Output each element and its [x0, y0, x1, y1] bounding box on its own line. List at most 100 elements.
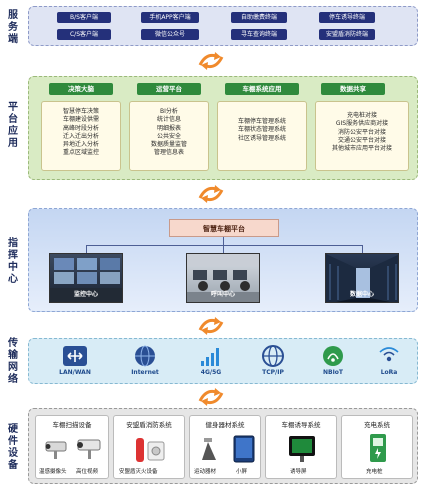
platform-group-title: 车棚系统应用 — [225, 83, 299, 95]
connector-line — [86, 245, 87, 253]
platform-line: GIS服务供应商对接 — [335, 120, 389, 128]
hardware-group-title: 安盟盾消防系统 — [126, 421, 172, 429]
fire-extinguisher-icon — [136, 438, 165, 462]
platform-line: 交通公安平台对接 — [337, 136, 386, 144]
call-center-photo: 呼叫中心 — [186, 253, 260, 303]
service-layer-label: 服务端 — [8, 10, 18, 45]
bidirectional-arrow-icon — [198, 52, 224, 70]
data-center-photo: 数据中心 — [325, 253, 399, 303]
camera-icon — [45, 439, 101, 459]
service-item: 微信公众号 — [141, 29, 199, 40]
platform-line: 数据质量监管 — [150, 141, 187, 149]
platform-group-title: 决策大脑 — [49, 83, 113, 95]
photo-caption: 监控中心 — [73, 291, 98, 298]
transport-item: LAN/WAN — [49, 345, 101, 376]
guidance-screen-icon — [289, 436, 315, 462]
transport-layer-label: 传输网络 — [8, 338, 18, 385]
platform-line: 充电桩对接 — [346, 112, 377, 119]
platform-line: BI分析 — [160, 108, 178, 115]
globe-icon — [135, 345, 155, 367]
hardware-caption: 充电桩 — [366, 469, 383, 475]
command-layer: 智慧车棚平台 监控中心 呼叫中心 数据中心 — [28, 208, 418, 312]
monitoring-center-photo: 监控中心 — [49, 253, 123, 303]
platform-line: 迁入迁出分析 — [62, 132, 99, 140]
connector-line — [223, 237, 224, 245]
hardware-caption: 温感摄像头 — [39, 469, 67, 475]
network-globe-icon — [262, 345, 284, 367]
platform-line: 消防公安平台对接 — [337, 128, 386, 136]
fitness-equipment-icon — [202, 435, 255, 463]
transport-layer: LAN/WAN Internet 4G/5G TCP/IP NBIoT — [28, 338, 418, 384]
hardware-group: 安盟盾消防系统 安盟盾灭火设备 — [113, 415, 185, 479]
platform-line: 其他城市应用平台对接 — [331, 145, 392, 153]
signal-bars-icon — [201, 348, 219, 366]
photo-caption: 数据中心 — [349, 291, 374, 298]
bidirectional-arrow-icon — [198, 388, 224, 406]
photo-caption: 呼叫中心 — [210, 291, 235, 298]
nbiot-icon — [323, 346, 343, 366]
platform-line: 明细报表 — [156, 124, 181, 132]
transport-label: 4G/5G — [200, 369, 222, 376]
hardware-group: 车棚诱导系统 诱导屏 — [265, 415, 337, 479]
transport-item: LoRa — [363, 345, 415, 376]
transport-label: TCP/IP — [262, 369, 284, 376]
connector-line — [362, 245, 363, 253]
platform-group-title: 运营平台 — [137, 83, 201, 95]
platform-line: 车棚状态管理系统 — [237, 126, 286, 134]
hardware-group-title: 充电系统 — [364, 421, 390, 429]
hardware-caption: 小屏 — [236, 469, 248, 475]
hardware-group-title: 车棚诱导系统 — [281, 421, 321, 429]
transport-item: NBIoT — [307, 345, 359, 376]
platform-line: 高峰时段分析 — [62, 124, 99, 132]
hardware-layer: 车棚扫描设备 温感摄像头 高位视频 安盟盾消防系统 安盟盾灭火设备 健身器材系统… — [28, 408, 418, 484]
service-item: 自助缴费终端 — [231, 12, 287, 23]
bidirectional-arrow-icon — [198, 185, 224, 203]
service-item: B/S客户端 — [57, 12, 111, 23]
platform-group-box: BI分析 统计信息 明细报表 公共安全 数据质量监管 管理信息表 — [129, 101, 209, 171]
transport-label: NBIoT — [322, 369, 344, 376]
platform-line: 车棚建设供需 — [62, 116, 99, 124]
service-item: 寻车查询终端 — [231, 29, 287, 40]
service-item: 安盟盾消防终端 — [319, 29, 375, 40]
lan-router-icon — [63, 346, 87, 366]
platform-line: 公共安全 — [156, 132, 181, 140]
transport-item: Internet — [119, 345, 171, 376]
transport-label: LAN/WAN — [59, 369, 91, 376]
hardware-layer-label: 硬件设备 — [8, 424, 18, 471]
service-item: 停车诱导终端 — [319, 12, 375, 23]
platform-line: 异地迁入分析 — [62, 141, 99, 149]
charging-pile-icon — [370, 434, 386, 462]
connector-line — [86, 245, 362, 246]
hardware-group-title: 健身器材系统 — [205, 421, 245, 429]
lora-wave-icon — [379, 347, 399, 362]
hardware-caption: 高位视频 — [76, 469, 99, 475]
platform-line: 重点区域监控 — [62, 149, 99, 157]
platform-layer: 决策大脑 运营平台 车棚系统应用 数据共享 智慧停车决策 车棚建设供需 高峰时段… — [28, 76, 418, 180]
command-platform-title: 智慧车棚平台 — [169, 219, 279, 237]
hardware-caption: 安盟盾灭火设备 — [119, 469, 158, 475]
platform-layer-label: 平台应用 — [8, 102, 18, 149]
transport-item: 4G/5G — [185, 345, 237, 376]
platform-line: 智慧停车决策 — [62, 108, 99, 115]
hardware-group: 健身器材系统 运动器材 小屏 — [189, 415, 261, 479]
service-item: 手机APP客户端 — [141, 12, 199, 23]
transport-label: LoRa — [380, 369, 398, 376]
service-layer: B/S客户端 手机APP客户端 自助缴费终端 停车诱导终端 C/S客户端 微信公… — [28, 6, 418, 46]
platform-group-box: 充电桩对接 GIS服务供应商对接 消防公安平台对接 交通公安平台对接 其他城市应… — [315, 101, 409, 171]
platform-line: 统计信息 — [156, 116, 181, 124]
platform-group-box: 智慧停车决策 车棚建设供需 高峰时段分析 迁入迁出分析 异地迁入分析 重点区域监… — [41, 101, 121, 171]
hardware-group-title: 车棚扫描设备 — [52, 421, 92, 429]
hardware-group: 车棚扫描设备 温感摄像头 高位视频 — [35, 415, 109, 479]
hardware-caption: 运动器材 — [194, 469, 217, 475]
bidirectional-arrow-icon — [198, 317, 224, 335]
platform-group-box: 车棚停车管理系统 车棚状态管理系统 社区诱导管理系统 — [217, 101, 307, 171]
transport-item: TCP/IP — [247, 345, 299, 376]
platform-group-title: 数据共享 — [321, 83, 385, 95]
service-item: C/S客户端 — [57, 29, 111, 40]
transport-label: Internet — [131, 369, 159, 376]
hardware-group: 充电系统 充电桩 — [341, 415, 413, 479]
hardware-caption: 诱导屏 — [290, 469, 307, 475]
command-layer-label: 指挥中心 — [8, 238, 18, 285]
connector-line — [223, 245, 224, 253]
platform-line: 车棚停车管理系统 — [237, 118, 286, 125]
